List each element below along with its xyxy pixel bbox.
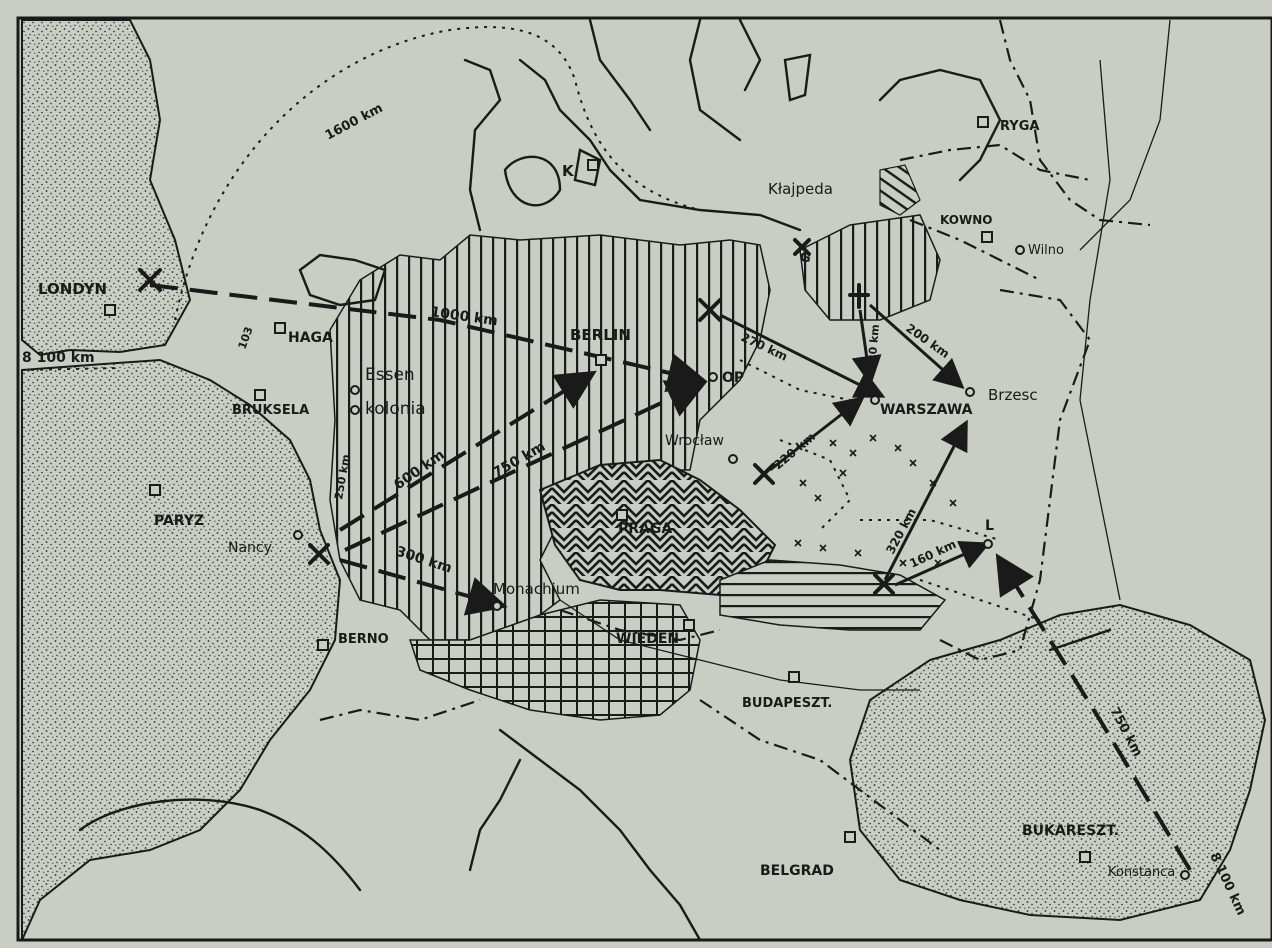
austria-grid-zone (408, 599, 701, 721)
bukareszt-marker (1079, 851, 1091, 863)
essen-marker (350, 385, 360, 395)
label-kowno: KOWNO (940, 213, 992, 227)
label-bukareszt: BUKARESZT. (1022, 823, 1119, 839)
budapeszt-marker (788, 671, 800, 683)
warszawa-marker (870, 395, 880, 405)
distance-220: 220 km (771, 430, 818, 473)
rivers (559, 19, 1171, 691)
distance-120: 120 km (865, 324, 882, 371)
city-labels: LONDYN HAGA BRUKSELA PARYZ Nancy Essen k… (38, 119, 1175, 880)
label-klajpeda: Kłajpeda (768, 180, 833, 198)
label-k: K (562, 162, 575, 180)
silesia-airbase-marker (753, 463, 775, 485)
east-prussia-striped-zone (799, 214, 941, 321)
label-bruksela: BRUKSELA (232, 403, 309, 418)
kolonia-marker (350, 405, 360, 415)
label-berlin: BERLIN (570, 326, 631, 344)
label-londyn: LONDYN (38, 280, 107, 298)
route-london-op (149, 283, 708, 393)
berno-marker (317, 639, 329, 651)
label-nancy: Nancy (228, 540, 272, 556)
wilno-marker (1015, 245, 1025, 255)
brzesc-marker (965, 387, 975, 397)
romania-stipple-zone (848, 603, 1267, 922)
distance-160: 160 km (907, 537, 958, 571)
germany-striped-zone (329, 234, 771, 641)
label-praga: PRAGA (618, 521, 672, 537)
crosses-area (794, 434, 957, 567)
pomerania-airbase-marker (698, 298, 722, 322)
borders (319, 19, 1151, 851)
distance-103: 103 (236, 325, 256, 351)
label-op: OP (722, 370, 744, 386)
label-essen: Essen (365, 365, 415, 385)
nancy-marker (293, 530, 303, 540)
wroclaw-marker (728, 454, 738, 464)
bruksela-marker (254, 389, 266, 401)
britain-stipple-zone (21, 19, 192, 357)
label-haga: HAGA (288, 330, 333, 346)
label-konstanca: Konstanca (1108, 865, 1175, 880)
label-monachium: Monachium (493, 580, 580, 598)
label-paryz: PARYZ (154, 513, 204, 529)
paryz-marker (149, 484, 161, 496)
slovakia-airbase-marker (873, 573, 895, 595)
praga-marker (616, 509, 628, 521)
k-marker (587, 159, 599, 171)
airbase-markers (138, 238, 895, 595)
belgrad-marker (844, 831, 856, 843)
label-kolonia: kolonia (365, 399, 426, 419)
distance-8100-west: 8 100 km (22, 350, 95, 366)
op-marker (708, 372, 718, 382)
label-berno: BERNO (338, 632, 389, 647)
berlin-marker (595, 354, 607, 366)
label-g: G (800, 251, 811, 266)
distance-1600: 1600 km (323, 101, 386, 144)
distance-8100-east: 8 100 km (1206, 850, 1248, 917)
map-frame (16, 16, 1272, 942)
route-nancy-op (344, 380, 708, 552)
east-prussia-airbase-marker (848, 283, 870, 309)
haga-marker (274, 322, 286, 334)
route-nancy-monachium (339, 558, 508, 616)
coastlines (78, 18, 1112, 942)
attack-routes (149, 283, 1192, 872)
route-nancy-berlin (338, 370, 597, 532)
monachium-marker (492, 601, 502, 611)
label-wilno: Wilno (1028, 243, 1064, 258)
label-ryga: RYGA (1000, 119, 1039, 134)
label-l: L (985, 518, 994, 534)
g-airbase-marker (793, 238, 811, 256)
attack-routes-solid (719, 303, 991, 587)
ryga-marker (977, 116, 989, 128)
londyn-marker (104, 304, 116, 316)
l-marker (983, 539, 993, 549)
label-brzesc: Brzesc (988, 386, 1038, 404)
france-stipple-zone (21, 358, 342, 941)
label-wieden: WIEDEN (616, 631, 679, 647)
kowno-marker (981, 231, 993, 243)
nancy-airbase-marker (308, 543, 330, 565)
konstanca-marker (1180, 870, 1190, 880)
lithuania-strip (879, 164, 921, 216)
label-wroclaw: Wrocław (665, 433, 724, 449)
label-budapeszt: BUDAPESZT. (742, 696, 832, 711)
route-konstanca-l (995, 553, 1192, 872)
label-warszawa: WARSZAWA (880, 402, 973, 418)
label-belgrad: BELGRAD (760, 863, 834, 879)
wieden-marker (683, 619, 695, 631)
city-markers (104, 116, 1190, 880)
slovakia-horizontal-zone (719, 559, 947, 631)
